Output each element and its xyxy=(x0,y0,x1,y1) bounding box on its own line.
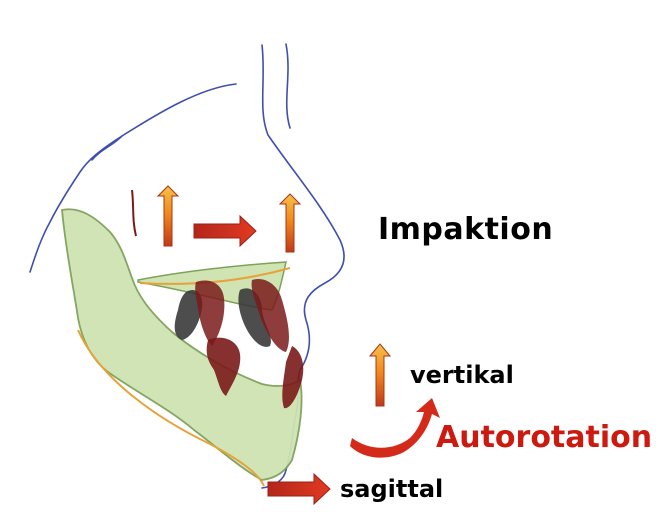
impaktion-label: Impaktion xyxy=(378,212,554,247)
red-right-arrow-icon xyxy=(267,472,331,506)
orange-up-arrow-icon xyxy=(368,343,392,407)
red-right-arrow-icon xyxy=(193,214,257,248)
autorotation-label: Autorotation xyxy=(436,420,653,455)
orange-up-arrow-icon xyxy=(156,185,180,247)
orange-up-arrow-icon xyxy=(278,193,302,253)
teeth-group xyxy=(174,278,304,409)
sagittal-label: sagittal xyxy=(340,475,444,503)
vertikal-label: vertikal xyxy=(410,361,514,389)
red-curved-rotation-arrow-icon xyxy=(350,398,440,458)
